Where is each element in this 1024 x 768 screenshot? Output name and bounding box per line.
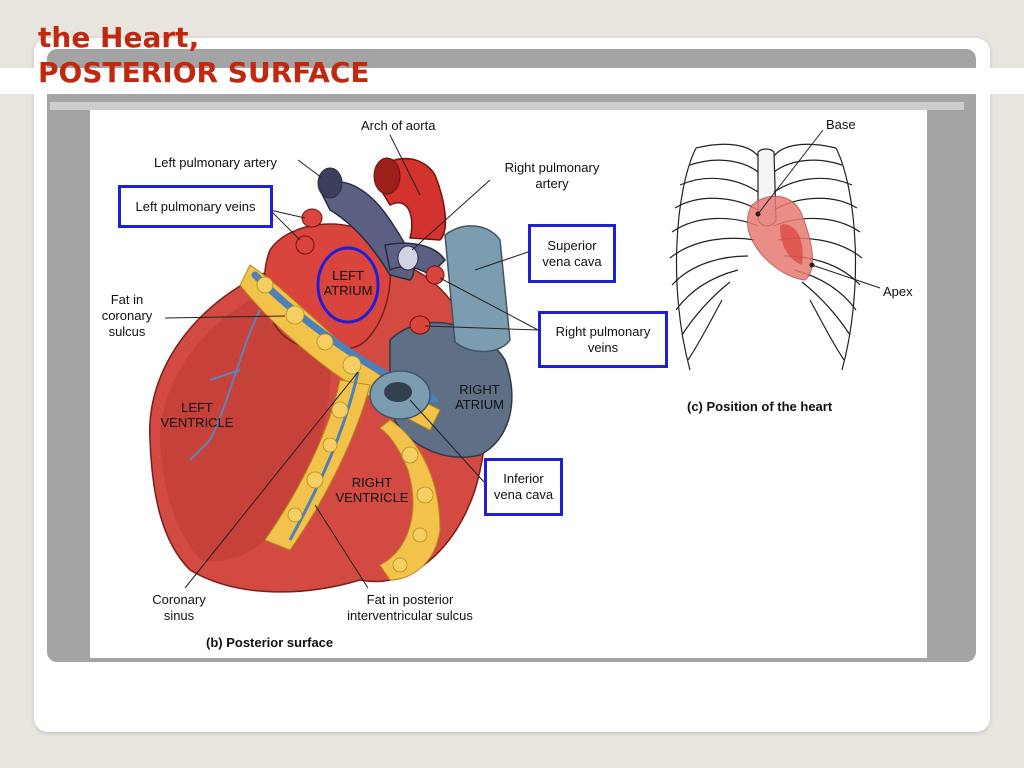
heart-inner-chamber xyxy=(780,224,803,265)
heart-figure: Arch of aorta Left pulmonary artery Righ… xyxy=(90,110,927,658)
slide-title-line-2: POSTERIOR SURFACE xyxy=(38,56,370,89)
left-pulmonary-vein-1 xyxy=(301,208,323,228)
caption-position-of-heart: (c) Position of the heart xyxy=(687,399,833,414)
inside-label-right-atrium: RIGHT ATRIUM xyxy=(442,382,517,412)
left-pulmonary-vein-2 xyxy=(295,235,315,255)
label-arch-of-aorta: Arch of aorta xyxy=(361,118,436,133)
left-pulmonary-artery-opening xyxy=(317,167,343,199)
inferior-vena-cava-lumen xyxy=(384,382,412,402)
base-leader xyxy=(757,129,824,215)
right-pulmonary-vein-2 xyxy=(409,315,431,335)
inside-label-right-ventricle: RIGHT VENTRICLE xyxy=(327,475,417,505)
left-atrium-highlight-circle xyxy=(316,246,380,324)
left-ventricle-text: LEFT VENTRICLE xyxy=(160,400,234,430)
right-pulmonary-vein-1 xyxy=(425,265,445,285)
boxed-label-superior-vena-cava: Superior vena cava xyxy=(528,224,616,283)
apex-leader xyxy=(811,264,881,289)
caption-posterior-surface: (b) Posterior surface xyxy=(206,635,334,650)
title-band xyxy=(0,68,1024,94)
boxed-label-inferior-vena-cava: Inferior vena cava xyxy=(484,458,563,516)
slide-title-line-1: the Heart, xyxy=(38,21,200,54)
label-base: Base xyxy=(826,117,856,132)
label-fat-in-posterior-interventricular-sulcus: Fat in posterior interventricular sulcus xyxy=(347,592,473,623)
panel-top-strip xyxy=(50,102,964,110)
label-fat-in-coronary-sulcus: Fat in coronary sulcus xyxy=(101,292,153,339)
label-coronary-sinus: Coronary sinus xyxy=(152,592,206,623)
label-right-pulmonary-artery: Right pulmonary artery xyxy=(504,160,600,191)
heart-in-chest xyxy=(747,195,813,281)
apex-dot xyxy=(809,262,815,268)
ventricle-vessel xyxy=(189,309,261,461)
boxed-label-right-pulmonary-veins: Right pulmonary veins xyxy=(538,311,668,368)
aorta-opening xyxy=(373,157,401,195)
base-dot xyxy=(755,211,761,217)
posterior-vein xyxy=(288,371,360,541)
label-left-pulmonary-artery: Left pulmonary artery xyxy=(154,155,277,170)
fat-deposits xyxy=(256,276,434,573)
right-pulmonary-artery-opening xyxy=(397,245,419,271)
left-atrium-text: LEFT ATRIUM xyxy=(323,268,373,298)
label-apex: Apex xyxy=(883,284,913,299)
leader-lines xyxy=(164,134,539,589)
heart-position-drawing xyxy=(747,129,881,289)
boxed-label-left-pulmonary-veins: Left pulmonary veins xyxy=(118,185,273,228)
heart-illustration xyxy=(149,129,881,593)
left-ventricle-shade xyxy=(160,280,331,562)
heart-posterior-drawing xyxy=(149,134,539,593)
inside-label-left-ventricle: LEFT VENTRICLE xyxy=(152,400,242,430)
right-ventricle-text: RIGHT VENTRICLE xyxy=(335,475,409,505)
right-atrium-text: RIGHT ATRIUM xyxy=(455,382,504,412)
slide-title: the Heart, POSTERIOR SURFACE xyxy=(38,20,370,90)
inside-label-left-atrium: LEFT ATRIUM xyxy=(318,268,378,298)
superior-vena-cava xyxy=(444,225,511,353)
